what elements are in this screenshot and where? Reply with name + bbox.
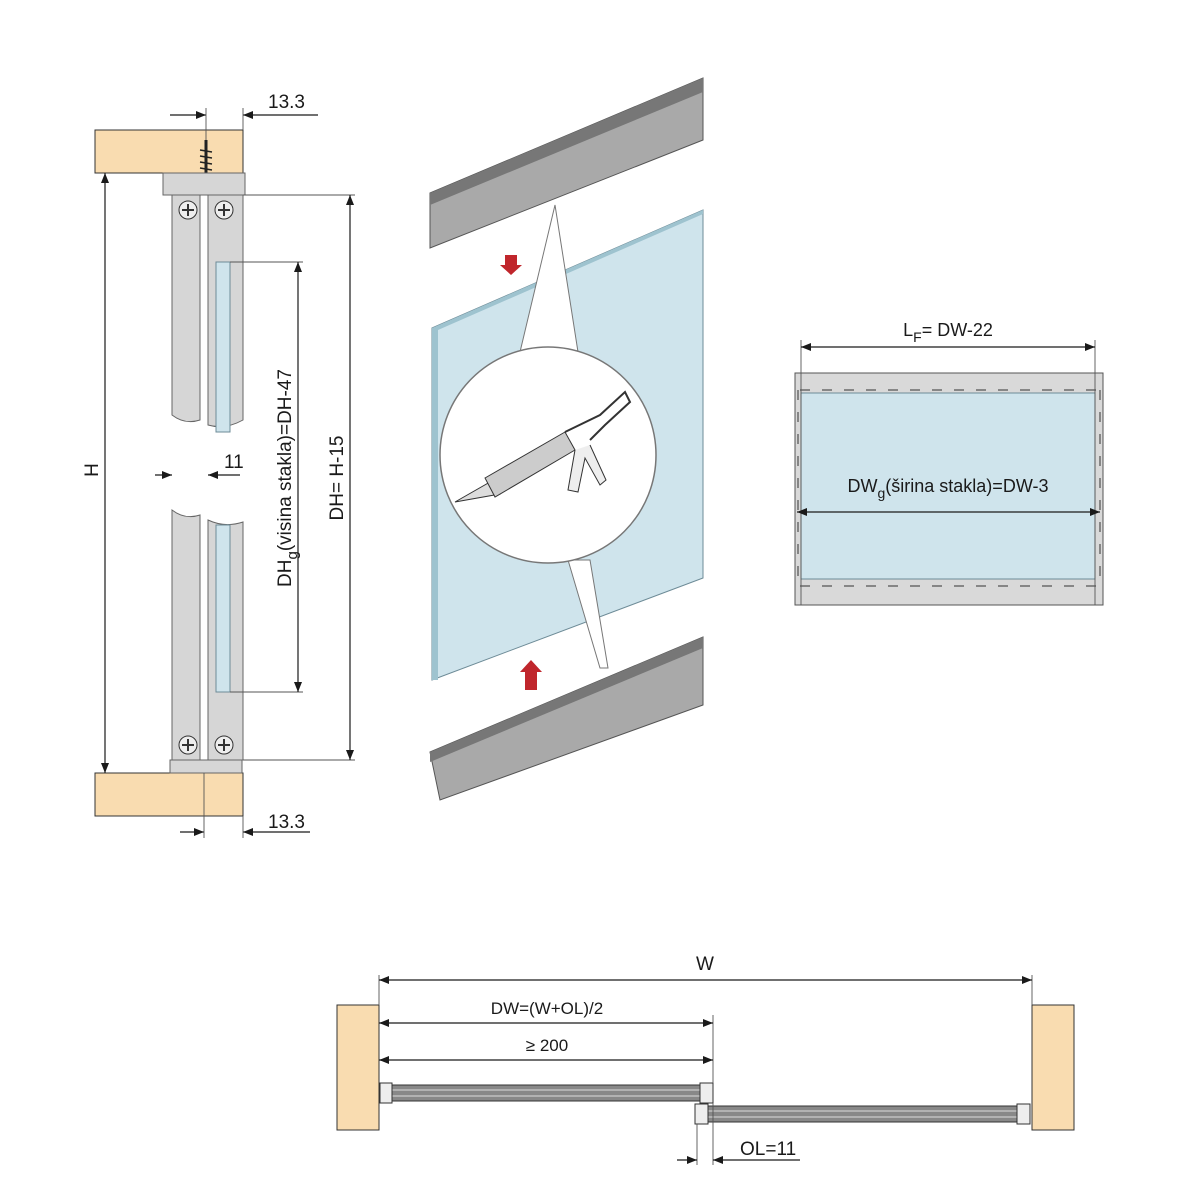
glass-pane-upper	[215, 261, 231, 433]
left-wall	[336, 1004, 380, 1131]
door-panel-1	[387, 1084, 707, 1102]
arrow-down-icon	[500, 255, 522, 275]
right-wall	[1031, 1004, 1075, 1131]
door-width-label: DW=(W+OL)/2	[491, 999, 603, 1018]
screw-icon	[199, 140, 213, 175]
frame-length-label: LF= DW-22	[903, 320, 993, 345]
bottom-frame-profile	[429, 636, 704, 801]
door-panel-2	[704, 1105, 1026, 1123]
glass-height-label: DHg(visina stakla)=DH-47	[275, 369, 301, 587]
outer-door-upper	[171, 194, 201, 423]
side-section-view: 13.3 13.3 H DH= H-15 DHg(visina stakla)=…	[82, 92, 355, 838]
top-track-profile	[162, 172, 246, 196]
front-view: LF= DW-22 DWg(širina stakla)=DW-3	[794, 320, 1104, 606]
bottom-track-profile	[169, 759, 243, 774]
glass-width-label: DWg(širina stakla)=DW-3	[847, 476, 1048, 501]
overlap-label: OL=11	[740, 1139, 796, 1160]
screw-head-icon	[178, 200, 234, 755]
caulking-gun-icon	[454, 390, 632, 503]
arrow-up-icon	[520, 660, 542, 690]
total-width-label: W	[696, 954, 714, 975]
perspective-assembly-view	[429, 77, 704, 801]
height-label: H	[82, 463, 103, 477]
gap-label: 11	[224, 452, 244, 473]
glass-pane-lower	[215, 524, 231, 693]
bottom-offset-label: 13.3	[268, 812, 305, 833]
door-height-label: DH= H-15	[327, 436, 348, 521]
top-offset-label: 13.3	[268, 92, 305, 113]
bottom-wood-beam	[94, 772, 244, 817]
top-wood-beam	[94, 129, 244, 174]
min-width-label: ≥ 200	[526, 1036, 568, 1055]
outer-door-lower	[171, 508, 201, 761]
plan-view: W DW=(W+OL)/2 ≥ 200 OL=11	[336, 954, 1075, 1165]
